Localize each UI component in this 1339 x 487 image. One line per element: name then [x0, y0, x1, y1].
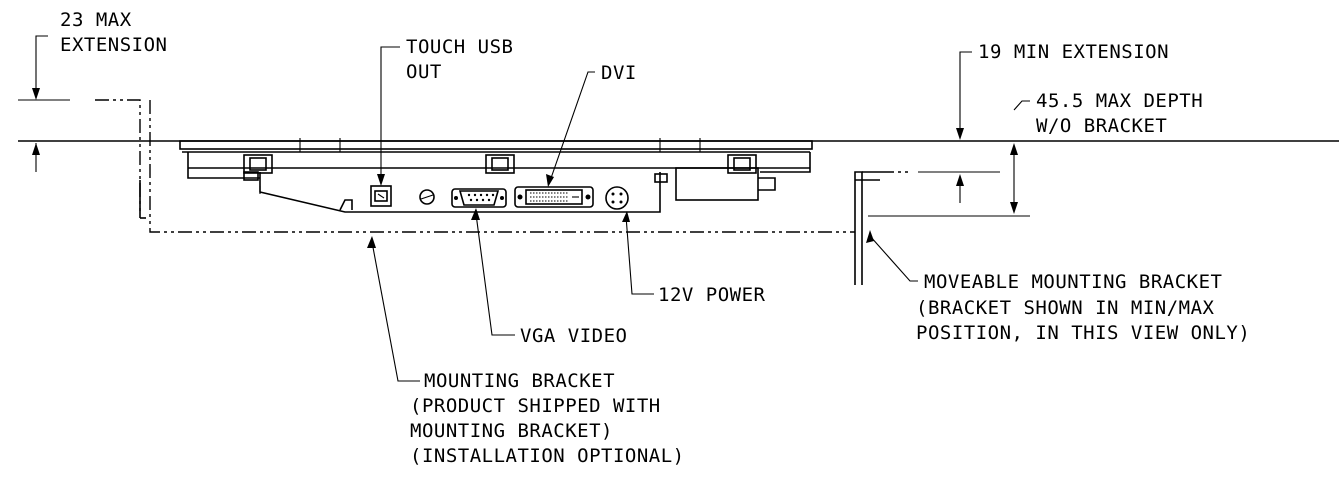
- touch-usb-callout: TOUCH USB OUT: [377, 36, 513, 186]
- touch-usb-label-1: TOUCH USB: [406, 36, 513, 58]
- max-extension-label-2: EXTENSION: [60, 34, 167, 56]
- connector-panel: [259, 172, 668, 213]
- dvi-callout: DVI: [546, 62, 637, 187]
- moveable-bracket-label-3: POSITION, IN THIS VIEW ONLY): [916, 322, 1250, 344]
- dvi-port-icon: [514, 186, 594, 208]
- power-connector-icon: [605, 186, 629, 210]
- min-extension-label: 19 MIN EXTENSION: [978, 41, 1169, 63]
- monitor-body: [179, 138, 813, 201]
- vga-label: VGA VIDEO: [520, 325, 627, 347]
- touch-usb-label-2: OUT: [406, 61, 442, 83]
- max-extension-callout: 23 MAX EXTENSION: [18, 9, 167, 172]
- right-bracket-outline: [854, 171, 910, 285]
- power-label: 12V POWER: [658, 284, 766, 306]
- vga-callout: VGA VIDEO: [471, 208, 627, 347]
- mounting-bracket-label-1: MOUNTING BRACKET: [424, 370, 615, 392]
- dvi-label: DVI: [601, 62, 637, 84]
- screw-icon: [419, 189, 435, 205]
- max-extension-label-1: 23 MAX: [60, 9, 132, 31]
- left-bracket-outline: [95, 99, 855, 233]
- moveable-bracket-callout: MOVEABLE MOUNTING BRACKET (BRACKET SHOWN…: [866, 230, 1250, 344]
- mounting-bracket-label-3: MOUNTING BRACKET): [410, 420, 613, 442]
- min-extension-callout: 19 MIN EXTENSION: [918, 41, 1169, 203]
- vga-port-icon: [451, 188, 507, 208]
- usb-port-icon: [370, 185, 392, 207]
- moveable-bracket-label-2: (BRACKET SHOWN IN MIN/MAX: [916, 297, 1215, 319]
- mounting-bracket-label-4: (INSTALLATION OPTIONAL): [410, 445, 685, 467]
- max-depth-callout: 45.5 MAX DEPTH W/O BRACKET: [868, 90, 1203, 217]
- mounting-bracket-callout: MOUNTING BRACKET (PRODUCT SHIPPED WITH M…: [367, 236, 685, 467]
- power-callout: 12V POWER: [622, 211, 766, 306]
- max-depth-label-2: W/O BRACKET: [1036, 115, 1167, 137]
- mounting-bracket-label-2: (PRODUCT SHIPPED WITH: [410, 395, 661, 417]
- max-depth-label-1: 45.5 MAX DEPTH: [1036, 90, 1203, 112]
- moveable-bracket-label-1: MOVEABLE MOUNTING BRACKET: [924, 271, 1222, 293]
